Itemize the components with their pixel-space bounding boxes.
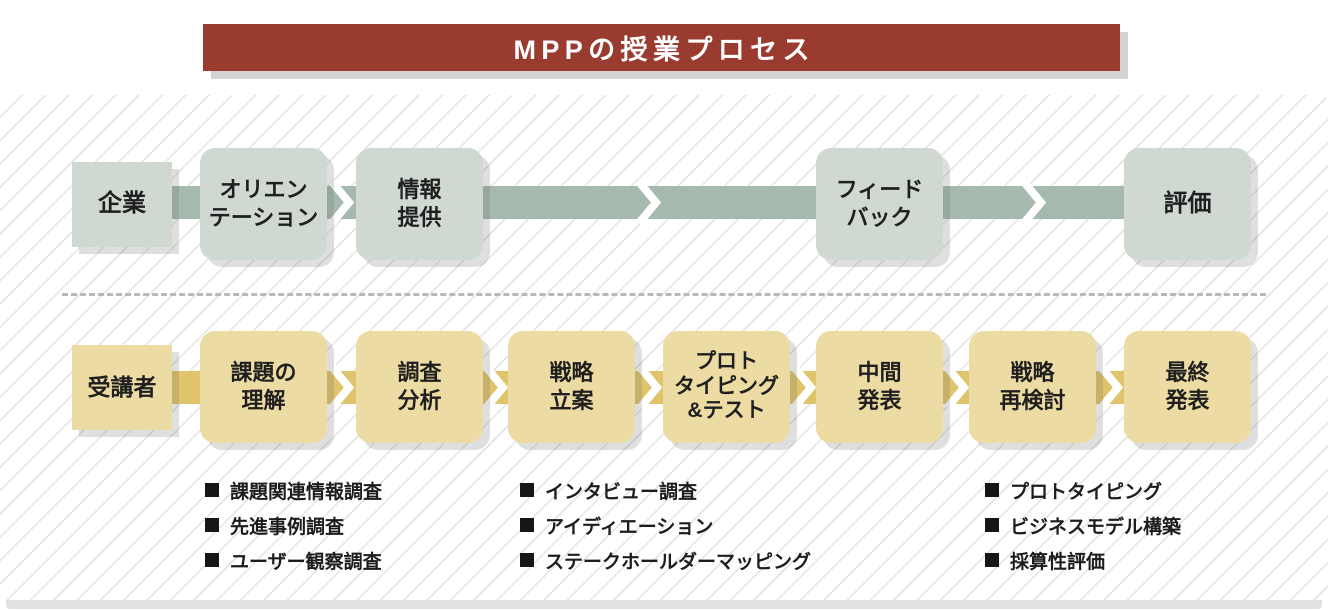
square-bullet-icon: [520, 553, 534, 567]
note-item: アイディエーション: [520, 513, 811, 538]
note-item: 採算性評価: [985, 548, 1181, 573]
flow-box-info-provision: 情報 提供: [356, 148, 483, 260]
note-item: 課題関連情報調査: [205, 478, 383, 503]
note-text: 先進事例調査: [230, 516, 345, 538]
flow-box-label: 戦略 再検討: [999, 359, 1066, 413]
note-text: アイディエーション: [545, 516, 714, 538]
flow-box-label: 企業: [98, 190, 146, 218]
flow-box-feedback: フィード バック: [816, 148, 943, 260]
title-banner: MPPの授業プロセス: [203, 24, 1120, 71]
notes-column-research: 課題関連情報調査 先進事例調査 ユーザー観察調査: [205, 478, 382, 583]
process-panel: 企業 オリエン テーション 情報 提供 フィード バック 評価 受講者 課題の: [0, 95, 1328, 600]
square-bullet-icon: [205, 483, 219, 497]
flow-box-students: 受講者: [72, 345, 172, 430]
panel-shadow: [6, 600, 1322, 609]
chevron-right-icon: [328, 179, 355, 226]
flow-box-label: 情報 提供: [397, 176, 442, 230]
note-item: プロトタイピング: [985, 478, 1181, 503]
notes-column-prototyping: プロトタイピング ビジネスモデル構築 採算性評価: [985, 478, 1181, 583]
note-text: 採算性評価: [1010, 551, 1106, 573]
chevron-right-icon: [790, 364, 817, 411]
page-title: MPPの授業プロセス: [513, 35, 815, 65]
square-bullet-icon: [985, 483, 999, 497]
note-text: ユーザー観察調査: [230, 551, 382, 573]
flow-box-label: 受講者: [87, 373, 157, 400]
flow-box-label: 中間 発表: [857, 359, 902, 413]
chevron-right-icon: [1097, 364, 1124, 411]
flow-box-strategy-review: 戦略 再検討: [969, 331, 1096, 443]
flow-box-label: 課題の 理解: [230, 359, 297, 413]
note-text: 課題関連情報調査: [230, 481, 383, 503]
flow-box-company: 企業: [72, 162, 172, 247]
note-text: ビジネスモデル構築: [1010, 516, 1182, 538]
chevron-right-icon: [328, 364, 355, 411]
lane-divider: [62, 293, 1266, 296]
note-item: 先進事例調査: [205, 513, 382, 538]
flow-box-strategy-planning: 戦略 立案: [508, 331, 635, 443]
square-bullet-icon: [205, 553, 219, 567]
square-bullet-icon: [205, 518, 219, 532]
flow-box-label: プロト タイピング &テスト: [674, 349, 779, 423]
flow-box-label: 評価: [1163, 189, 1212, 217]
flow-box-interim-presentation: 中間 発表: [816, 331, 943, 443]
note-item: ユーザー観察調査: [205, 548, 382, 573]
chevron-right-icon: [636, 364, 663, 411]
chevron-right-icon: [635, 179, 662, 226]
note-text: プロトタイピング: [1010, 481, 1163, 503]
flow-box-research-analysis: 調査 分析: [356, 331, 483, 443]
note-item: ステークホールダーマッピング: [520, 548, 812, 573]
square-bullet-icon: [985, 553, 999, 567]
flow-box-final-presentation: 最終 発表: [1124, 331, 1251, 443]
chevron-right-icon: [482, 364, 509, 411]
notes-column-ideation: インタビュー調査 アイディエーション ステークホールダーマッピング: [520, 478, 811, 583]
flow-box-label: フィード バック: [835, 176, 924, 230]
flow-box-orientation: オリエン テーション: [200, 148, 327, 260]
flow-box-label: 最終 発表: [1165, 359, 1210, 413]
note-text: ステークホールダーマッピング: [545, 551, 812, 573]
flow-box-label: オリエン テーション: [208, 176, 319, 230]
note-item: ビジネスモデル構築: [985, 513, 1182, 538]
flow-box-label: 戦略 立案: [549, 359, 594, 413]
flow-box-evaluation: 評価: [1124, 148, 1251, 260]
square-bullet-icon: [520, 483, 534, 497]
flow-box-problem-understanding: 課題の 理解: [200, 331, 327, 443]
note-text: インタビュー調査: [545, 481, 698, 503]
square-bullet-icon: [520, 518, 534, 532]
chevron-right-icon: [1020, 179, 1047, 226]
flow-box-label: 調査 分析: [397, 359, 442, 413]
flow-box-prototyping-test: プロト タイピング &テスト: [663, 331, 790, 443]
note-item: インタビュー調査: [520, 478, 811, 503]
square-bullet-icon: [985, 518, 999, 532]
chevron-right-icon: [943, 364, 970, 411]
